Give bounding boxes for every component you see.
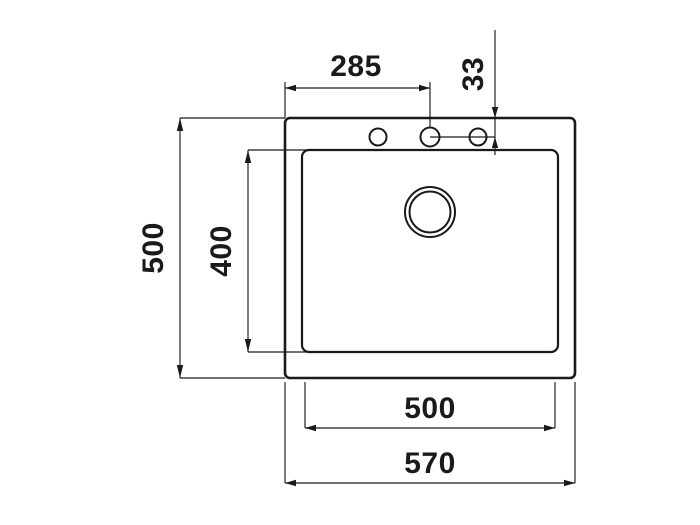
dim-label-500-basin-width: 500 bbox=[404, 392, 456, 425]
sink-basin bbox=[300, 148, 560, 354]
arrow-285-left bbox=[285, 84, 296, 92]
dim-label-400-basin-height: 400 bbox=[205, 225, 238, 277]
tap-hole-left bbox=[368, 127, 388, 147]
arrow-33-bottom bbox=[491, 137, 499, 148]
arrow-400-bottom bbox=[244, 339, 252, 352]
arrow-33-top bbox=[491, 107, 499, 118]
sink-outer-body bbox=[283, 116, 577, 380]
dim-label-285: 285 bbox=[330, 50, 382, 83]
arrow-500w-right bbox=[544, 424, 555, 432]
arrow-570-right bbox=[564, 479, 575, 487]
arrow-500v-top bbox=[176, 118, 184, 131]
dim-label-570-overall-width: 570 bbox=[404, 447, 456, 480]
arrow-400-top bbox=[244, 150, 252, 163]
drain-outlet-inner-ring bbox=[408, 190, 452, 234]
dim-label-500-height: 500 bbox=[137, 222, 170, 274]
arrow-570-left bbox=[285, 479, 296, 487]
drain-outlet-outer-ring bbox=[404, 186, 456, 238]
arrow-500v-bottom bbox=[176, 365, 184, 378]
arrow-500w-left bbox=[305, 424, 316, 432]
dim-label-33: 33 bbox=[457, 57, 490, 91]
arrow-285-right bbox=[419, 84, 430, 92]
